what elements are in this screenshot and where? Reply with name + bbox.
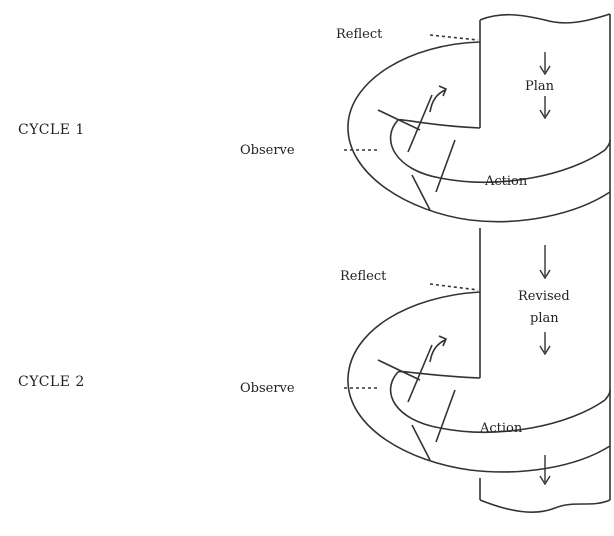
revised-plan-flow-arrows [539, 245, 551, 356]
observe-label-2: Observe [240, 381, 295, 396]
action-label-2: Action [479, 421, 523, 436]
plan-label: Plan [525, 79, 555, 94]
reflect-label-2: Reflect [340, 269, 387, 284]
observe-label-1: Observe [240, 143, 295, 158]
action-label-1: Action [484, 174, 528, 189]
vertical-column [479, 13, 611, 513]
cycle-1-spiral [344, 34, 611, 223]
revised-plan-label-line2: plan [530, 311, 559, 326]
cycle-2-spiral [344, 283, 611, 473]
reflect-label-1: Reflect [336, 27, 383, 42]
revised-plan-label-line1: Revised [518, 289, 570, 304]
cycle-1-label: CYCLE 1 [18, 122, 85, 138]
cycle-2-label: CYCLE 2 [18, 374, 85, 390]
plan-flow-arrows [539, 52, 551, 120]
